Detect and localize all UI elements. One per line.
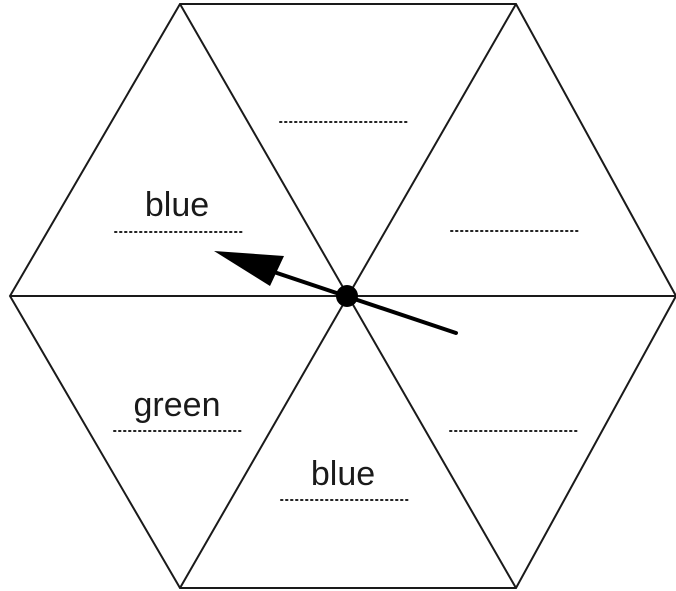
- section-upper-left: blue: [114, 186, 243, 233]
- pointer-hub: [336, 285, 358, 307]
- section-label-lower-left: green: [134, 386, 221, 424]
- pointer-shaft: [260, 266, 458, 335]
- section-label-upper-left: blue: [145, 186, 209, 224]
- section-label-bottom: blue: [311, 455, 375, 493]
- arrow-icon: [214, 251, 458, 335]
- section-bottom: blue: [280, 455, 409, 501]
- pointer-head: [214, 251, 284, 286]
- section-lower-left: green: [113, 386, 242, 432]
